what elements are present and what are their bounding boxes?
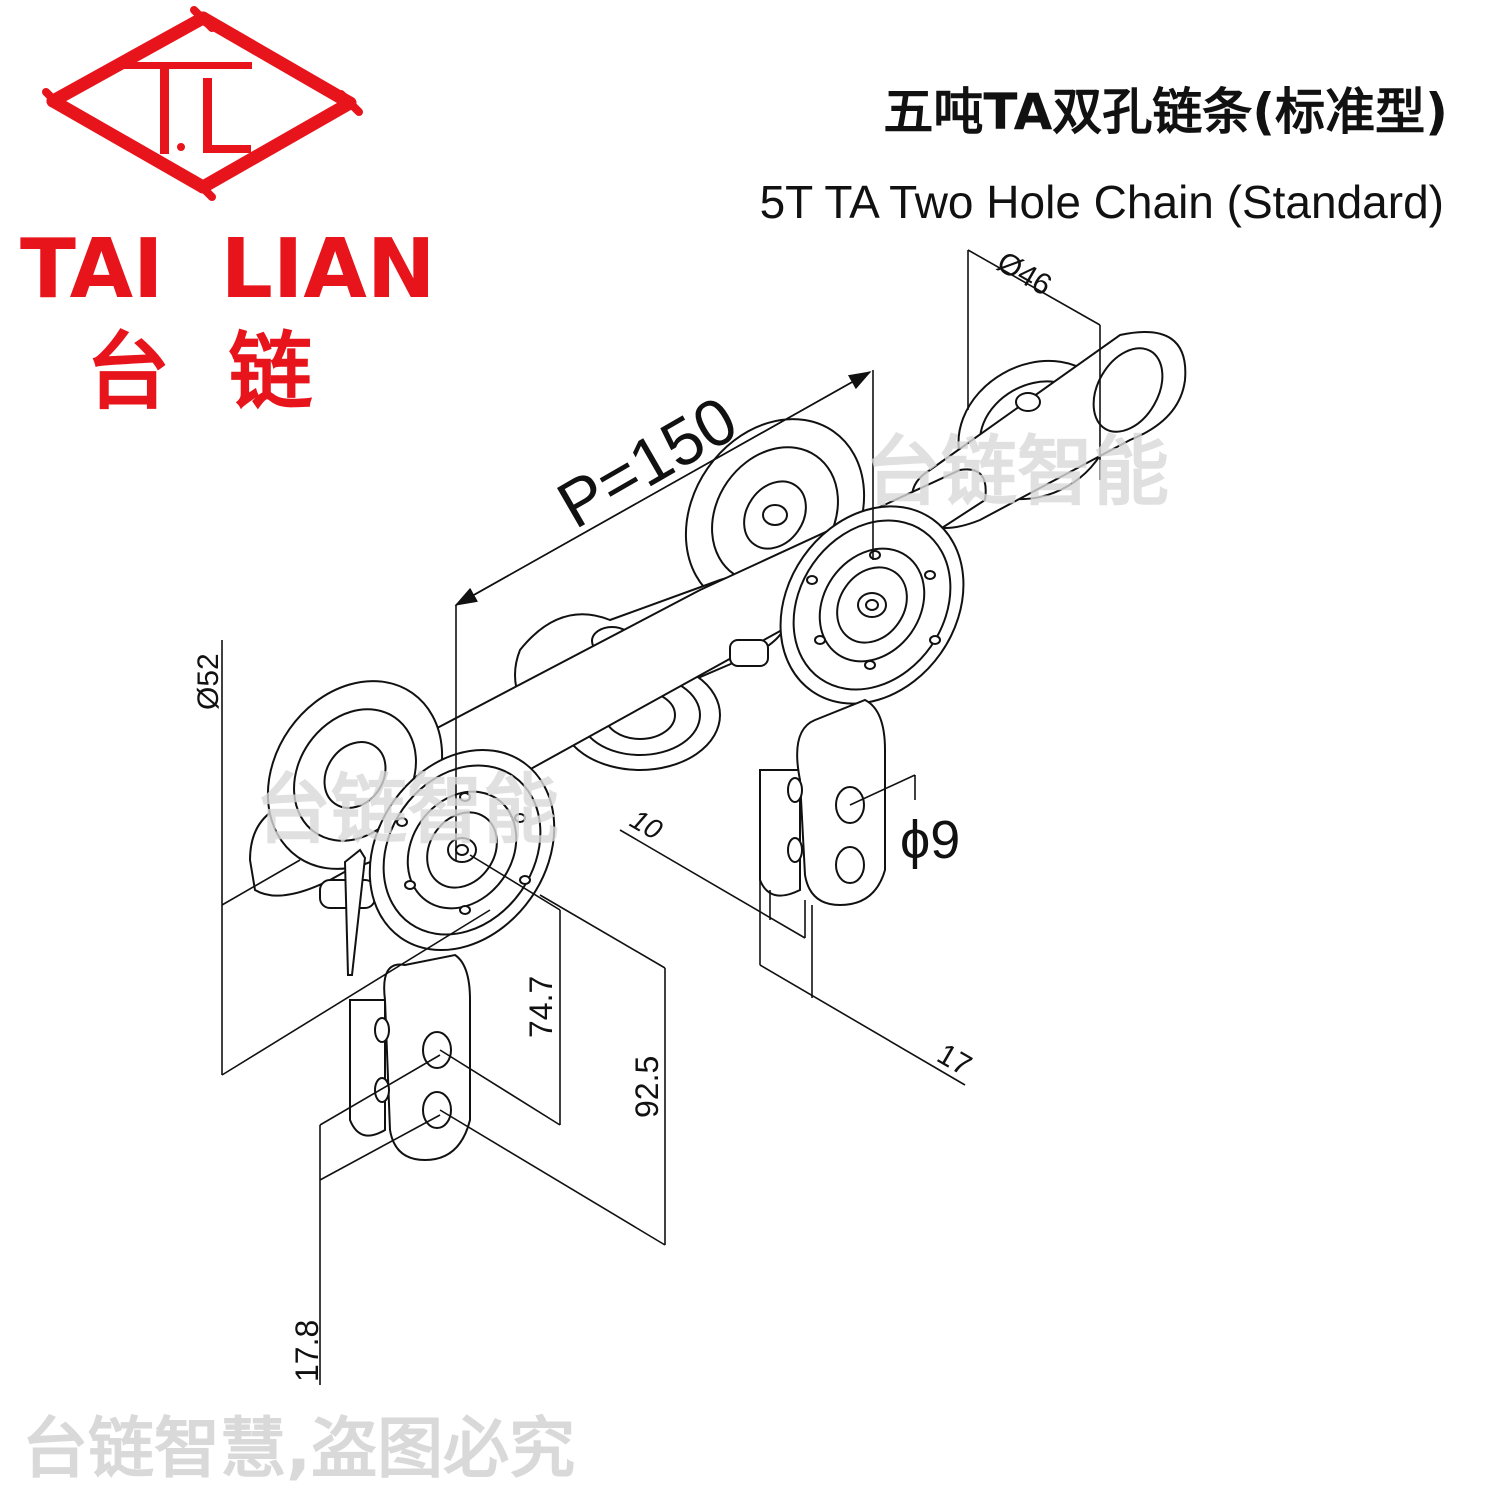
logo-emblem: [42, 6, 363, 201]
title-english: 5T TA Two Hole Chain (Standard): [759, 176, 1444, 228]
title-chinese: 五吨TA双孔链条(标准型): [883, 83, 1448, 141]
roller-front-right: [779, 505, 965, 705]
dim-width: 17: [932, 1037, 977, 1082]
logo-brand-cn: 台 链: [86, 323, 313, 421]
attachment-plate-right: [759, 698, 886, 907]
dim-height-92: 92.5: [629, 1056, 665, 1118]
dim-wheel-diameter: Ø52: [192, 653, 225, 710]
watermark-middle: 台链智能: [255, 765, 559, 854]
watermark-bottom: 台链智慧,盗图必究: [22, 1410, 576, 1487]
watermark-top: 台链智能: [865, 427, 1169, 516]
dim-roller-diameter: Ø46: [992, 245, 1058, 302]
dim-hole-spacing: 17.8: [289, 1320, 325, 1382]
logo-brand-en: TAI LIAN: [20, 222, 436, 317]
dim-thickness: 10: [625, 803, 668, 846]
roller-front-left: [368, 748, 556, 952]
logo: TAI LIAN 台 链: [0, 0, 436, 421]
dim-height-74: 74.7: [523, 976, 559, 1038]
cotter-pin: [343, 848, 367, 976]
dim-hole-diameter: ϕ9: [900, 810, 960, 870]
